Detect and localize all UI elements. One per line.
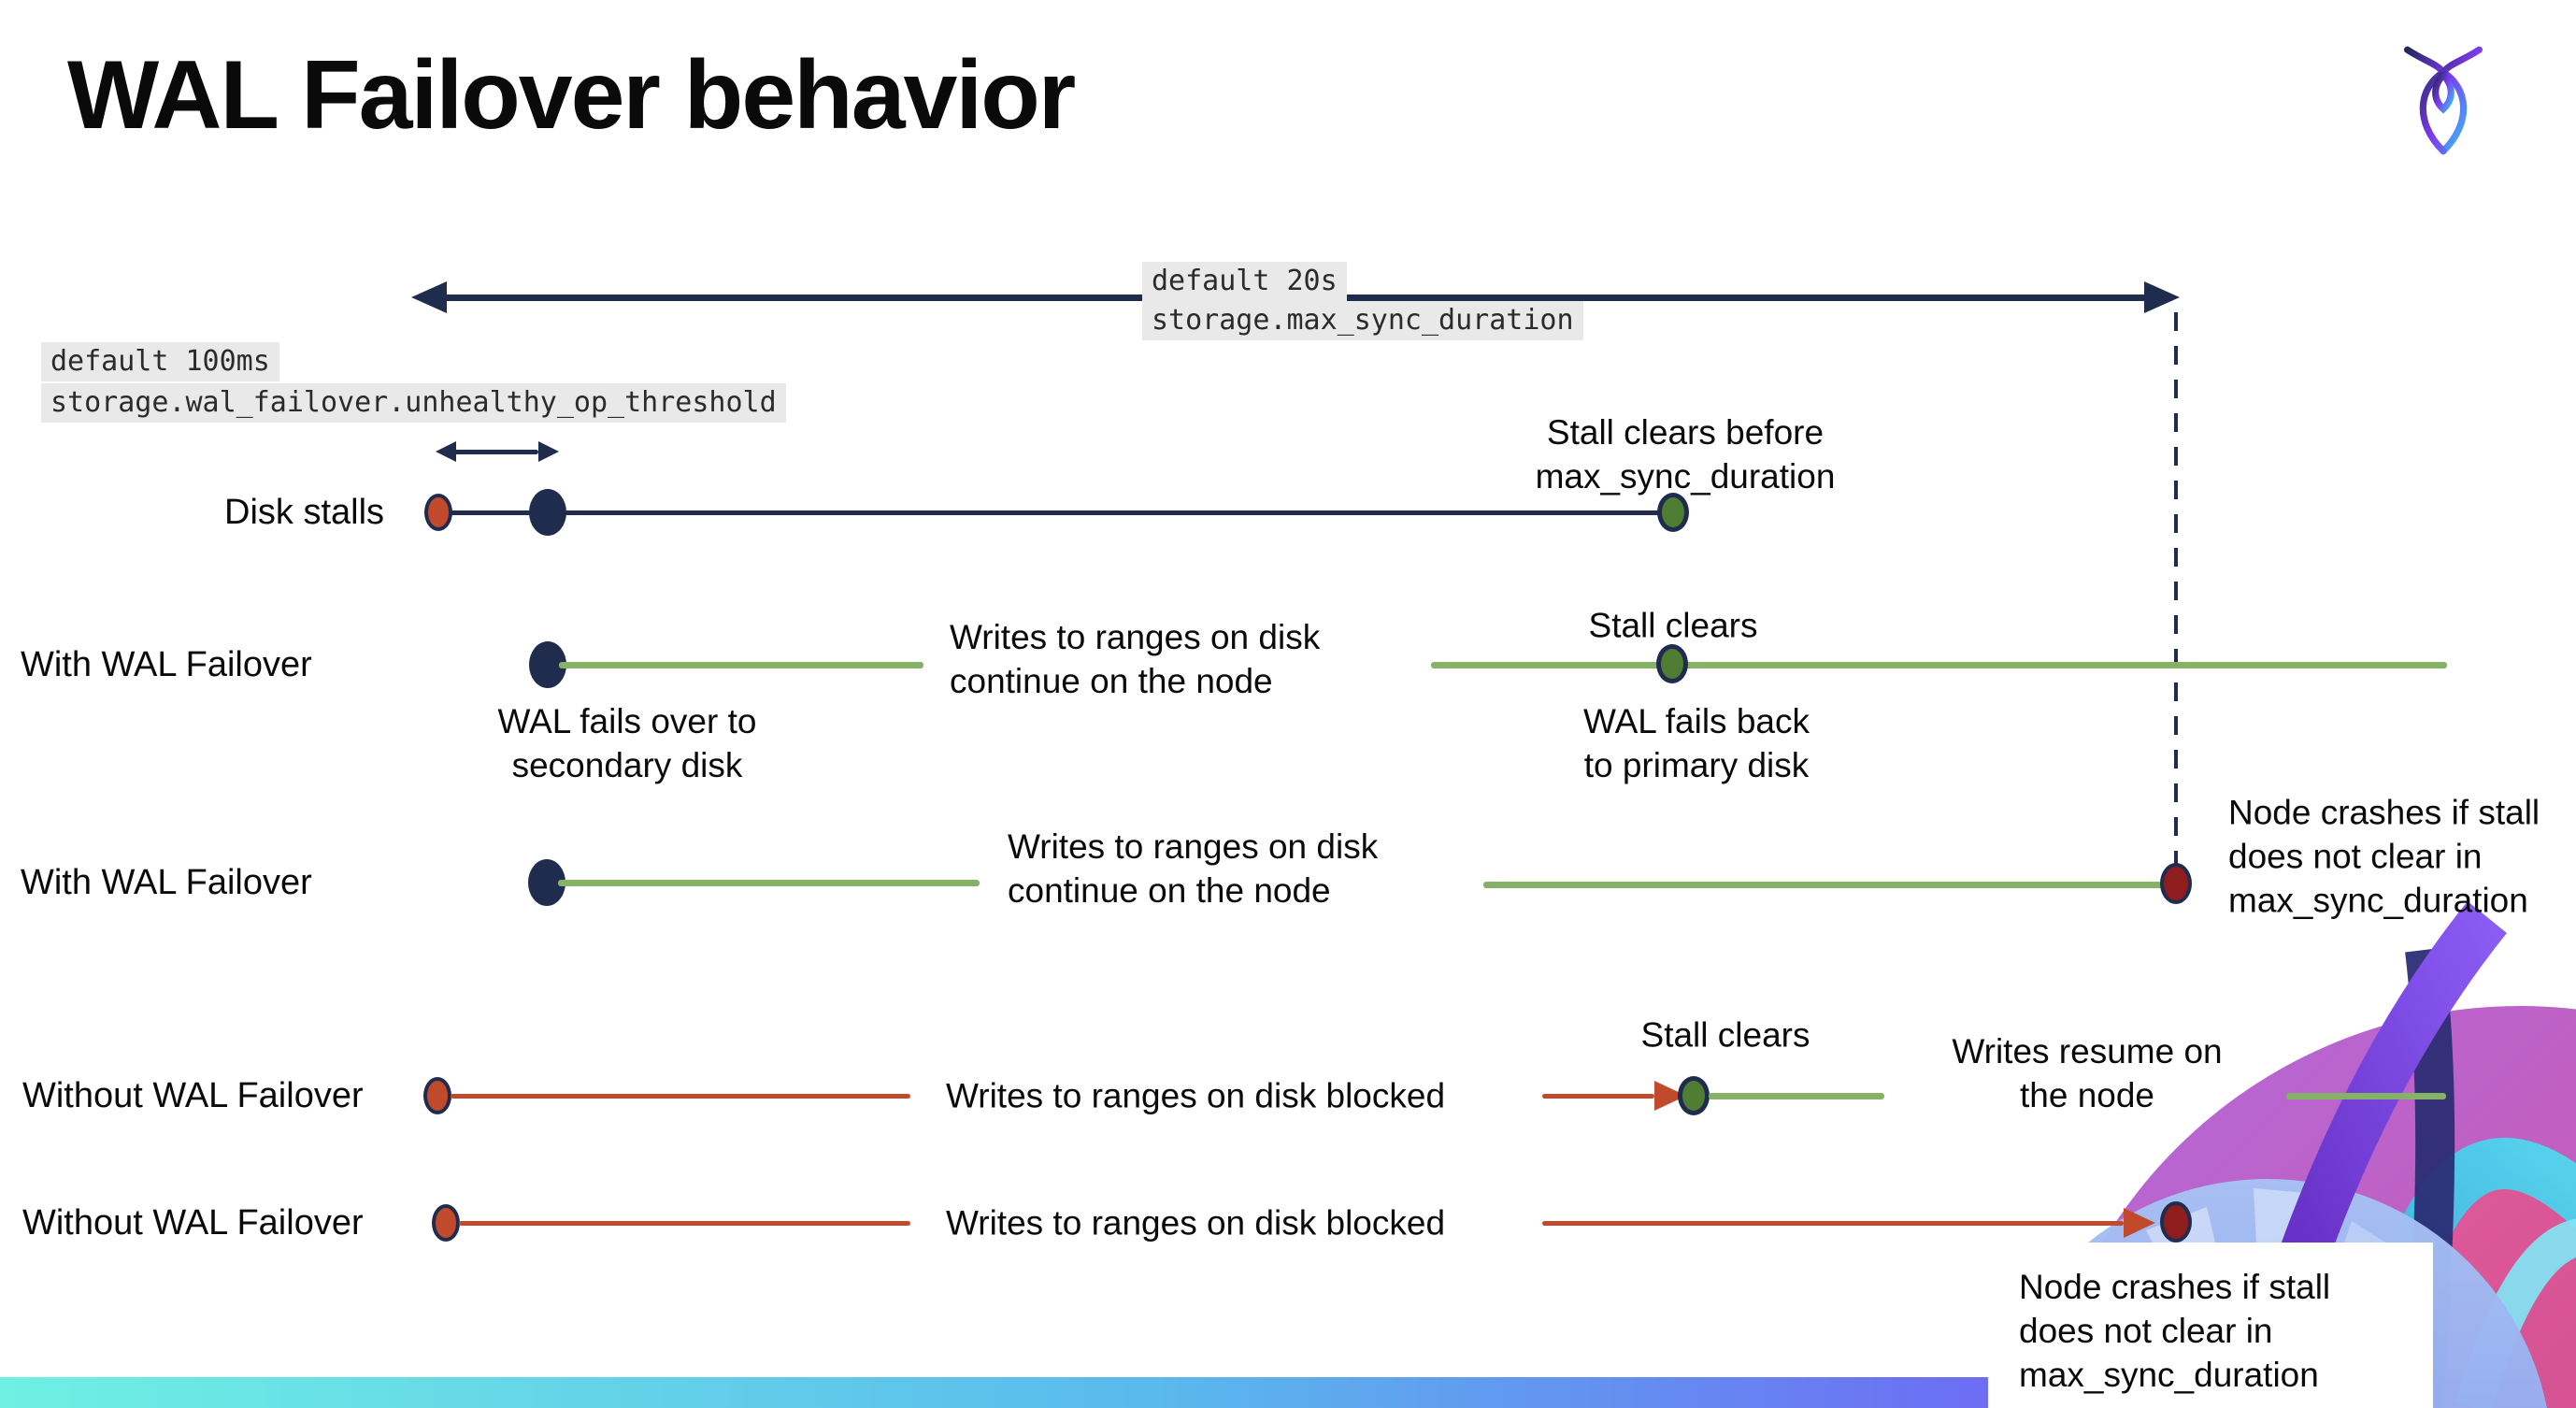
stall-clears-before-note: Stall clears before max_sync_duration (1535, 413, 1836, 496)
max-sync-default-chip: default 20s (1142, 262, 1347, 301)
row-label-without-wal-failover-1: Without WAL Failover (22, 1076, 364, 1115)
stall-start-dot (432, 1204, 460, 1242)
arrowhead-left-icon (411, 281, 447, 313)
resumed-writes-line (1709, 1093, 1884, 1099)
node-crash-note: Node crashes if stall does not clear in … (2228, 793, 2540, 920)
blocked-writes-line (1542, 1094, 1654, 1099)
red-arrowhead-icon (2124, 1208, 2155, 1238)
resumed-writes-line (2286, 1093, 2446, 1099)
node-crash-dot (2160, 863, 2192, 904)
node-crash-callout-box (1988, 1243, 2433, 1408)
writes-resume-note: Writes resume on the node (1952, 1032, 2223, 1114)
node-crash-dot (2160, 1201, 2192, 1243)
writes-continue-note: Writes to ranges on disk continue on the… (950, 618, 1321, 700)
healthy-writes-line (558, 880, 980, 886)
stall-clears-note: Stall clears (1640, 1015, 1810, 1055)
threshold-setting-chip: storage.wal_failover.unhealthy_op_thresh… (41, 383, 786, 423)
healthy-writes-line (559, 662, 923, 668)
max-sync-setting-chip: storage.max_sync_duration (1142, 301, 1583, 340)
node-crash-note: Node crashes if stall does not clear in … (2019, 1268, 2331, 1394)
arrowhead-left-icon (436, 441, 456, 462)
stall-clear-dot (1678, 1076, 1710, 1115)
stall-start-dot (424, 494, 452, 531)
wal-fails-over-note: WAL fails over to secondary disk (497, 702, 757, 784)
threshold-default-chip: default 100ms (41, 342, 279, 381)
row-label-without-wal-failover-2: Without WAL Failover (22, 1203, 364, 1243)
cockroachdb-logo-icon (2404, 46, 2483, 155)
wal-fails-back-note: WAL fails back to primary disk (1583, 702, 1810, 784)
row-label-with-wal-failover-2: With WAL Failover (21, 863, 312, 902)
arrowhead-right-icon (538, 441, 559, 462)
row-label-with-wal-failover-1: With WAL Failover (21, 645, 312, 684)
writes-continue-note: Writes to ranges on disk continue on the… (1008, 827, 1379, 910)
stall-clear-dot (1656, 644, 1688, 683)
healthy-writes-line (1431, 662, 2447, 668)
writes-blocked-note: Writes to ranges on disk blocked (946, 1076, 1446, 1115)
blocked-writes-line (451, 1094, 910, 1099)
disk-stall-timeline (438, 510, 1673, 515)
threshold-reached-dot (529, 489, 566, 536)
max-sync-deadline-dashed-line (2174, 312, 2178, 883)
arrowhead-right-icon (2144, 281, 2180, 313)
stall-clear-dot (1657, 493, 1689, 532)
blocked-writes-line (459, 1221, 910, 1226)
writes-blocked-note: Writes to ranges on disk blocked (946, 1203, 1446, 1243)
row-label-disk-stalls: Disk stalls (224, 493, 385, 532)
stall-clears-note: Stall clears (1588, 606, 1758, 645)
stall-start-dot (423, 1077, 451, 1114)
page-title: WAL Failover behavior (67, 41, 1076, 150)
blocked-writes-line (1542, 1221, 2124, 1226)
healthy-writes-line (1483, 882, 2176, 888)
threshold-arrow-shaft (454, 450, 538, 454)
